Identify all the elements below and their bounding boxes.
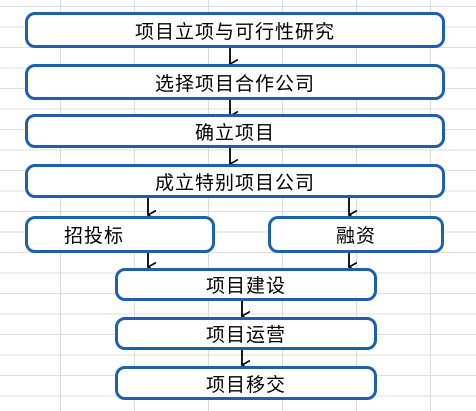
step-feasibility-label: 项目立项与可行性研究 bbox=[134, 20, 335, 43]
step-construction: 项目建设 bbox=[115, 268, 377, 301]
step-select-partner: 选择项目合作公司 bbox=[25, 64, 445, 100]
step-financing-label: 融资 bbox=[335, 225, 376, 247]
step-operation: 项目运营 bbox=[115, 317, 377, 350]
step-financing: 融资 bbox=[268, 216, 444, 253]
step-spv: 成立特别项目公司 bbox=[25, 164, 445, 198]
step-feasibility: 项目立项与可行性研究 bbox=[25, 12, 445, 48]
step-bidding: 招投标 bbox=[25, 216, 215, 253]
step-transfer-label: 项目移交 bbox=[205, 373, 286, 396]
step-select-partner-label: 选择项目合作公司 bbox=[154, 72, 315, 95]
step-construction-label: 项目建设 bbox=[205, 275, 286, 297]
step-bidding-label: 招投标 bbox=[64, 225, 125, 247]
step-operation-label: 项目运营 bbox=[205, 324, 286, 346]
step-confirm-label: 确立项目 bbox=[194, 121, 275, 144]
step-transfer: 项目移交 bbox=[115, 366, 377, 400]
step-spv-label: 成立特别项目公司 bbox=[154, 171, 315, 194]
step-confirm: 确立项目 bbox=[25, 114, 445, 148]
